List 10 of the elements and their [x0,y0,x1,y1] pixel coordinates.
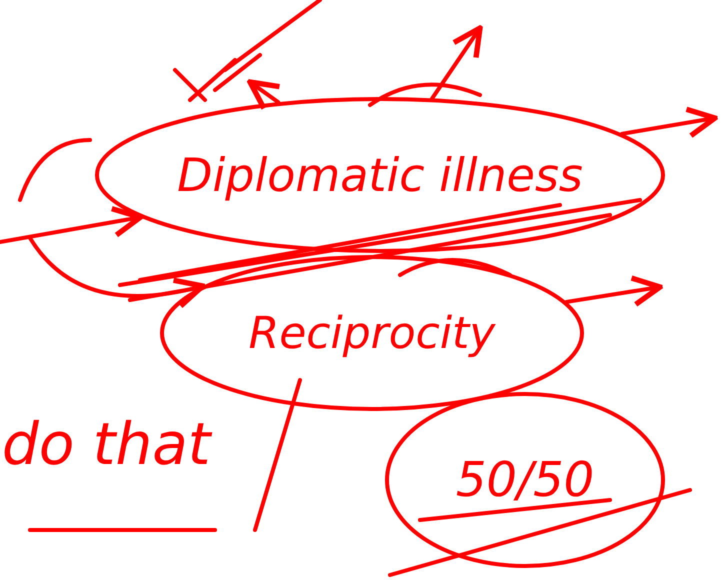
node-text: 50/50 [456,452,594,508]
arrow [247,79,282,112]
handwritten-note: do that [2,410,211,478]
arrow [0,206,144,244]
node-text: Diplomatic illness [177,148,583,202]
arrow [430,25,483,100]
arrow [28,236,206,308]
arrow [564,275,663,308]
arrow [620,106,718,138]
node-text: Reciprocity [248,308,496,358]
